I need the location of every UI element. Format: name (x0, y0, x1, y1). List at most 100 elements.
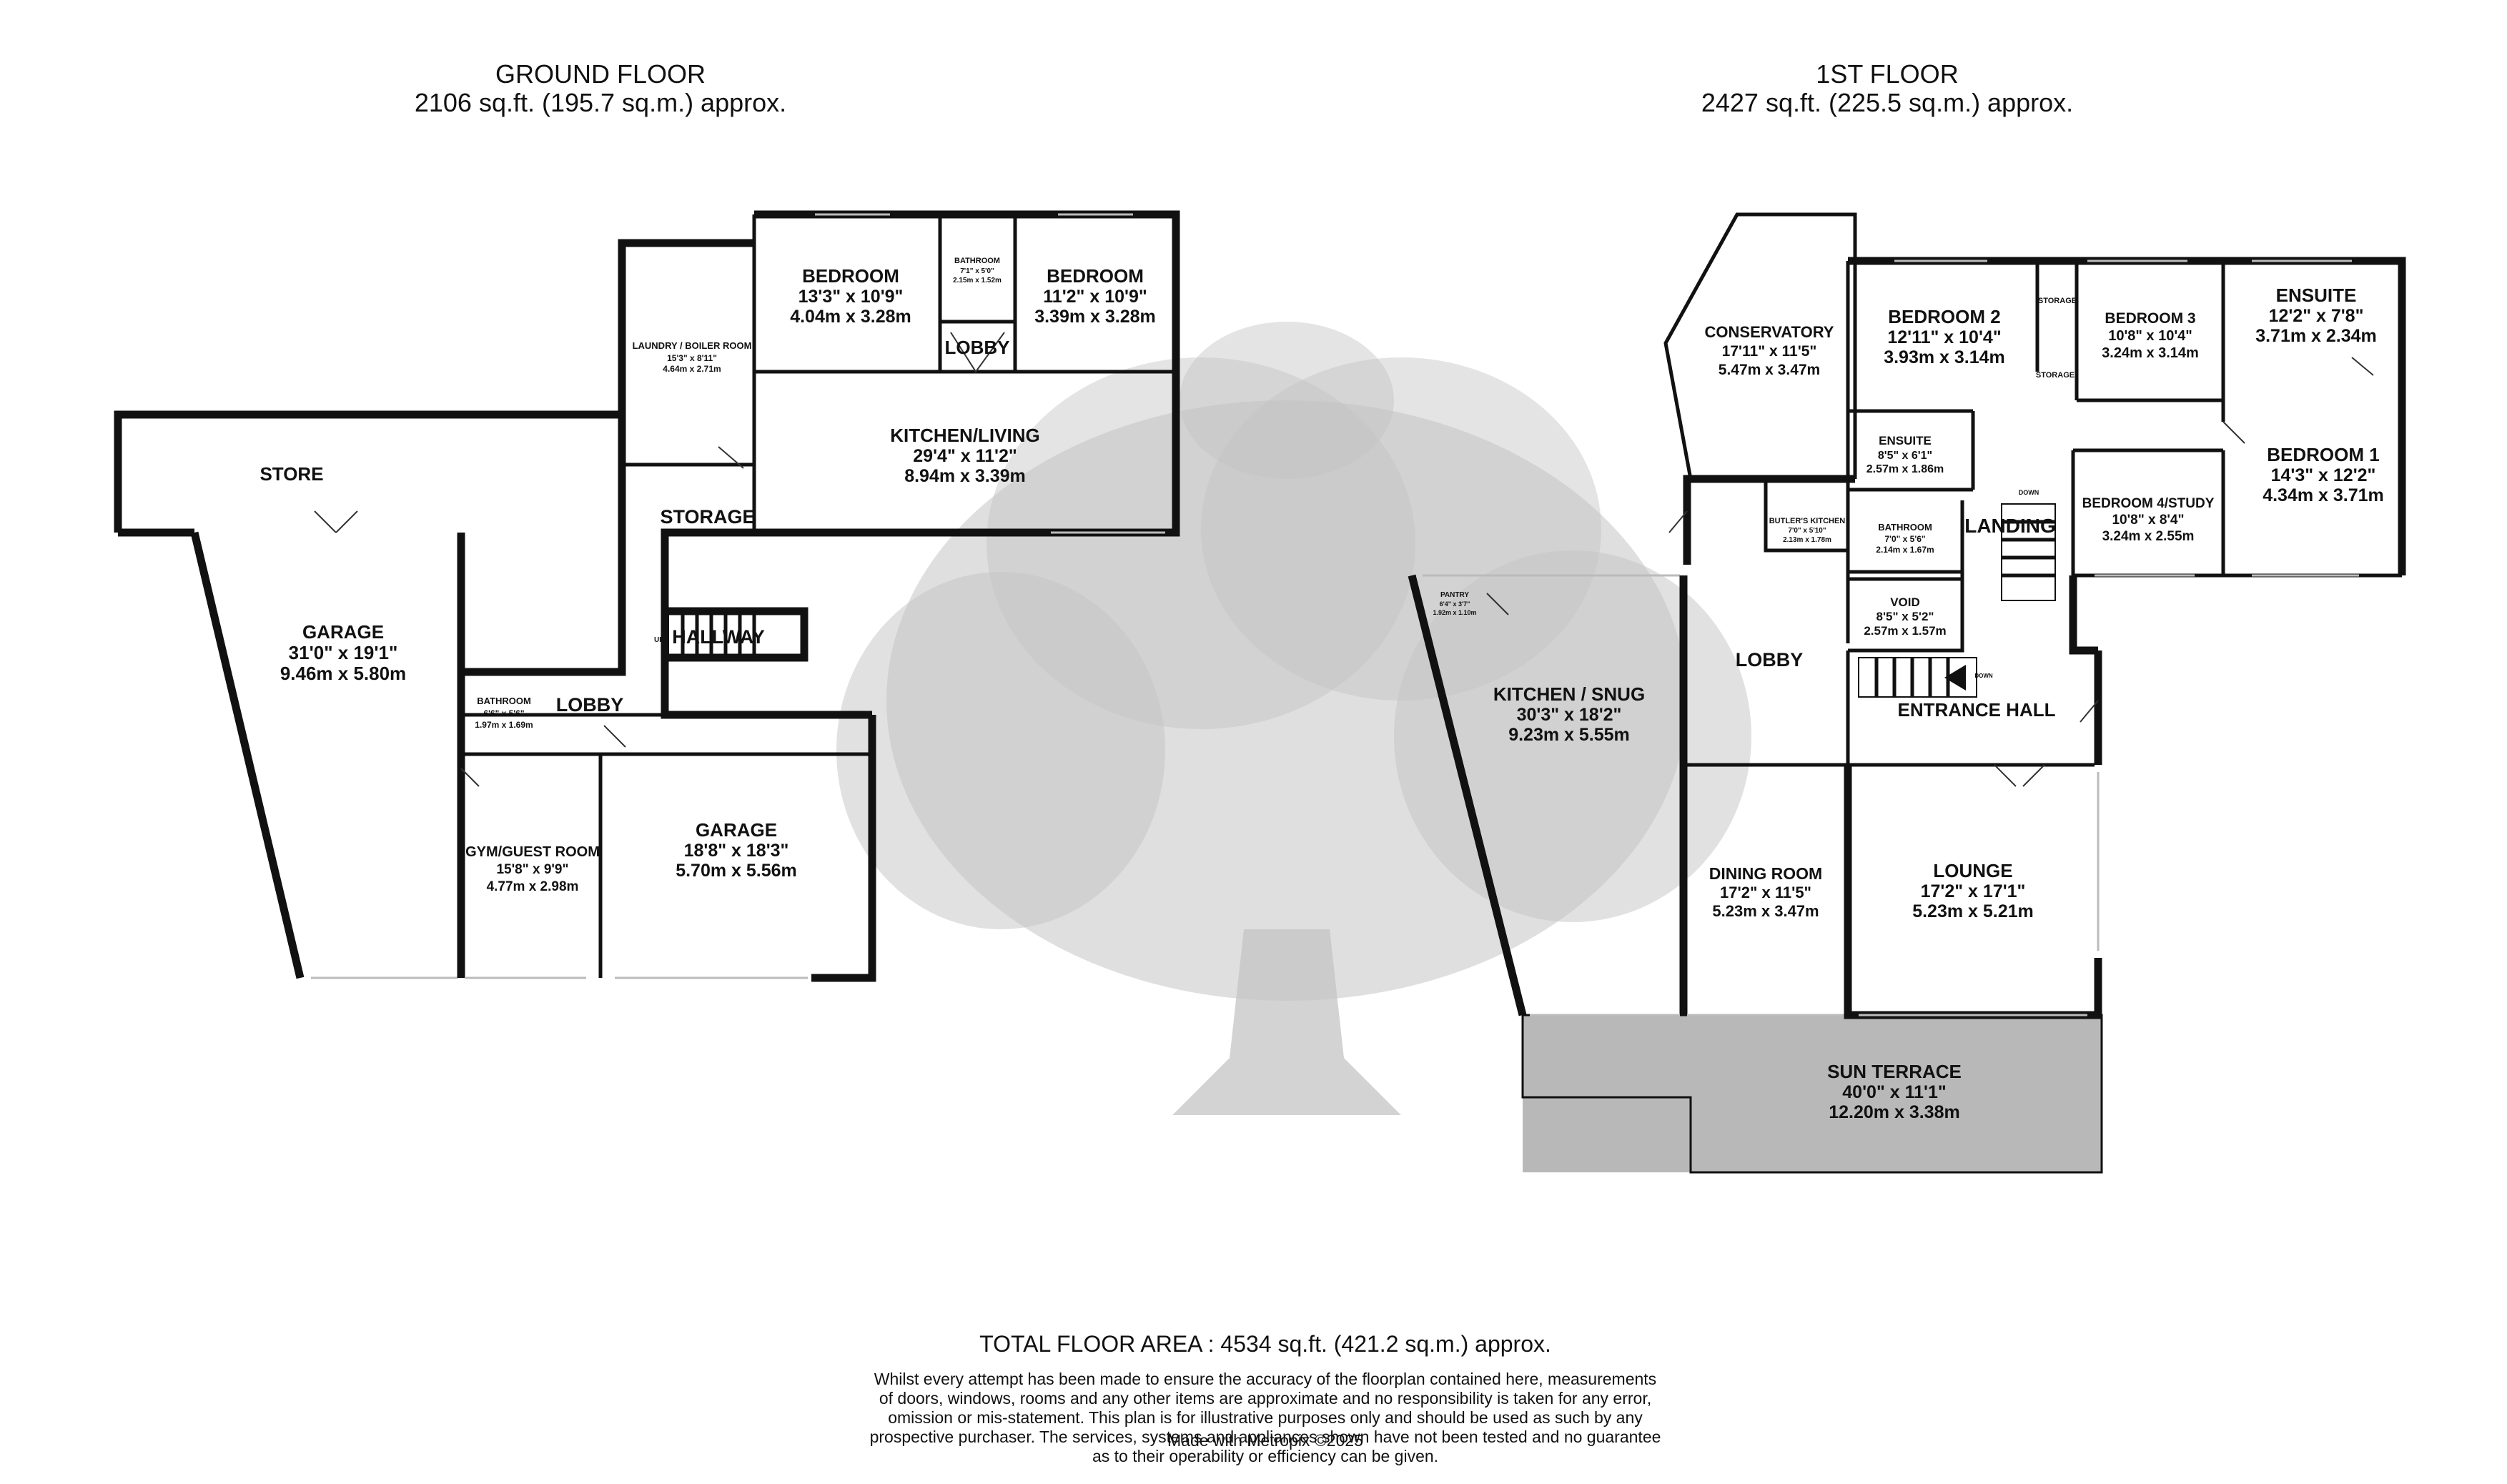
label-garage-1: GARAGE (302, 621, 384, 643)
dims-conservatory-imperial: 17'11" x 11'5" (1722, 343, 1817, 360)
dims-bedroom-1-imperial: 14'3" x 12'2" (2271, 465, 2376, 485)
dims-dining-room-metric: 5.23m x 3.47m (1712, 902, 1819, 920)
first-floor-area: 2427 sq.ft. (225.5 sq.m.) approx. (1701, 88, 2074, 117)
ground-floor-title: GROUND FLOOR 2106 sq.ft. (195.7 sq.m.) a… (386, 60, 815, 117)
label-stairs-up: UP (654, 636, 664, 644)
label-lobby-upper: LOBBY (945, 337, 1010, 358)
disclaimer-line: omission or mis-statement. This plan is … (888, 1408, 1643, 1427)
label-bedroom-2: BEDROOM 2 (1888, 306, 2000, 327)
label-storage-a: STORAGE (2038, 297, 2077, 305)
dims-bedroom-2-imperial: 12'11" x 10'4" (1887, 327, 2001, 347)
ground-floor-name: GROUND FLOOR (495, 59, 706, 89)
dims-laundry-metric: 4.64m x 2.71m (663, 364, 721, 374)
label-storage: STORAGE (660, 506, 755, 528)
dims-bedroom-a-imperial: 13'3" x 10'9" (798, 287, 904, 307)
dims-kitchen-living-metric: 8.94m x 3.39m (904, 466, 1026, 486)
dims-lounge-imperial: 17'2" x 17'1" (1921, 881, 2026, 901)
first-floor-plan (1408, 212, 2406, 1174)
label-sun-terrace: SUN TERRACE (1827, 1061, 1962, 1082)
dims-butlers-kitchen-metric: 2.13m x 1.78m (1783, 536, 1831, 544)
disclaimer-line: of doors, windows, rooms and any other i… (879, 1389, 1652, 1408)
label-storage-b: STORAGE (2036, 371, 2075, 380)
dims-bathroom-b-metric: 1.97m x 1.69m (475, 720, 533, 730)
label-garage-2: GARAGE (696, 819, 777, 841)
dims-garage-1-metric: 9.46m x 5.80m (280, 663, 406, 684)
label-store: STORE (259, 463, 323, 485)
dims-bedroom-b-imperial: 11'2" x 10'9" (1043, 287, 1147, 307)
credit: Made with Metropix ©2025 (1167, 1431, 1363, 1450)
first-room-labels: CONSERVATORY 17'11" x 11'5" 5.47m x 3.47… (1433, 285, 2383, 1122)
first-floor-name: 1ST FLOOR (1816, 59, 1959, 89)
dims-bedroom-a-metric: 4.04m x 3.28m (790, 307, 911, 327)
ground-room-labels: STORE GARAGE 31'0" x 19'1" 9.46m x 5.80m… (259, 257, 1155, 894)
label-kitchen-living: KITCHEN/LIVING (890, 425, 1039, 446)
dims-bathroom-b-imperial: 6'6" x 5'6" (483, 708, 524, 718)
dims-garage-2-imperial: 18'8" x 18'3" (684, 841, 789, 861)
label-hallway: HALLWAY (672, 626, 765, 648)
label-kitchen-snug: KITCHEN / SNUG (1493, 683, 1645, 705)
label-landing: LANDING (1964, 515, 2056, 537)
dims-sun-terrace-imperial: 40'0" x 11'1" (1842, 1082, 1946, 1102)
ground-stairs (668, 607, 809, 662)
label-gym: GYM/GUEST ROOM (465, 844, 600, 860)
label-dining-room: DINING ROOM (1709, 864, 1822, 883)
dims-pantry-imperial: 6'4" x 3'7" (1440, 600, 1470, 608)
label-lobby-lower: LOBBY (556, 694, 624, 716)
dims-ensuite-2-metric: 2.57m x 1.86m (1866, 463, 1944, 475)
dims-kitchen-living-imperial: 29'4" x 11'2" (913, 446, 1017, 466)
dims-laundry-imperial: 15'3" x 8'11" (667, 353, 717, 363)
label-bedroom-3: BEDROOM 3 (2105, 310, 2195, 327)
dims-bedroom-2-metric: 3.93m x 3.14m (1884, 347, 2005, 367)
label-bedroom-1: BEDROOM 1 (2267, 444, 2379, 465)
label-bedroom-a: BEDROOM (802, 265, 899, 287)
disclaimer: Whilst every attempt has been made to en… (743, 1370, 1787, 1466)
dims-void-imperial: 8'5" x 5'2" (1876, 610, 1934, 623)
label-pantry: PANTRY (1440, 591, 1469, 599)
dims-bathroom-1f-imperial: 7'0" x 5'6" (1884, 534, 1925, 544)
dims-lounge-metric: 5.23m x 5.21m (1912, 901, 2034, 921)
dims-gym-metric: 4.77m x 2.98m (487, 879, 579, 894)
disclaimer-line: Whilst every attempt has been made to en… (874, 1370, 1657, 1388)
dims-ensuite-1-metric: 3.71m x 2.34m (2255, 326, 2377, 346)
total-floor-area: TOTAL FLOOR AREA : 4534 sq.ft. (421.2 sq… (979, 1331, 1551, 1357)
label-laundry: LAUNDRY / BOILER ROOM (633, 340, 752, 351)
label-ensuite-2: ENSUITE (1879, 434, 1932, 447)
label-ensuite-1: ENSUITE (2276, 285, 2357, 306)
label-lounge: LOUNGE (1933, 860, 2012, 881)
dims-bedroom-4-imperial: 10'8" x 8'4" (2112, 513, 2184, 528)
label-butlers-kitchen: BUTLER'S KITCHEN (1769, 517, 1846, 525)
dims-void-metric: 2.57m x 1.57m (1864, 624, 1946, 638)
first-floor-stairs (1858, 503, 2056, 698)
dims-ensuite-2-imperial: 8'5" x 6'1" (1878, 450, 1932, 462)
label-stairs-down-a: DOWN (2019, 489, 2039, 496)
label-entrance-hall: ENTRANCE HALL (1898, 699, 2056, 721)
label-bedroom-b: BEDROOM (1047, 265, 1144, 287)
dims-gym-imperial: 15'8" x 9'9" (496, 862, 568, 877)
dims-dining-room-imperial: 17'2" x 11'5" (1720, 884, 1811, 901)
dims-ensuite-1-imperial: 12'2" x 7'8" (2269, 306, 2364, 326)
label-bathroom-b: BATHROOM (477, 696, 531, 706)
label-conservatory: CONSERVATORY (1705, 323, 1834, 341)
label-bathroom-a: BATHROOM (954, 257, 1000, 265)
dims-butlers-kitchen-imperial: 7'0" x 5'10" (1788, 527, 1826, 535)
dims-kitchen-snug-metric: 9.23m x 5.55m (1508, 725, 1630, 745)
label-lobby-1f: LOBBY (1736, 649, 1804, 671)
label-bathroom-1f: BATHROOM (1878, 522, 1932, 533)
dims-bedroom-b-metric: 3.39m x 3.28m (1034, 307, 1156, 327)
dims-bathroom-a-metric: 2.15m x 1.52m (953, 277, 1002, 285)
dims-garage-2-metric: 5.70m x 5.56m (676, 861, 797, 881)
ground-floor-area: 2106 sq.ft. (195.7 sq.m.) approx. (414, 88, 787, 117)
dims-bedroom-3-imperial: 10'8" x 10'4" (2108, 328, 2192, 344)
dims-bedroom-4-metric: 3.24m x 2.55m (2102, 529, 2195, 544)
dims-bathroom-a-imperial: 7'1" x 5'0" (960, 267, 994, 275)
disclaimer-line: as to their operability or efficiency ca… (1092, 1447, 1439, 1465)
ground-floor-plan (114, 210, 1180, 982)
tree-watermark (836, 322, 1751, 1115)
label-bedroom-4: BEDROOM 4/STUDY (2082, 496, 2215, 511)
dims-bedroom-1-metric: 4.34m x 3.71m (2263, 485, 2384, 505)
dims-garage-1-imperial: 31'0" x 19'1" (289, 642, 398, 663)
dims-bedroom-3-metric: 3.24m x 3.14m (2102, 345, 2199, 361)
dims-pantry-metric: 1.92m x 1.10m (1433, 609, 1476, 616)
label-void: VOID (1890, 595, 1920, 609)
